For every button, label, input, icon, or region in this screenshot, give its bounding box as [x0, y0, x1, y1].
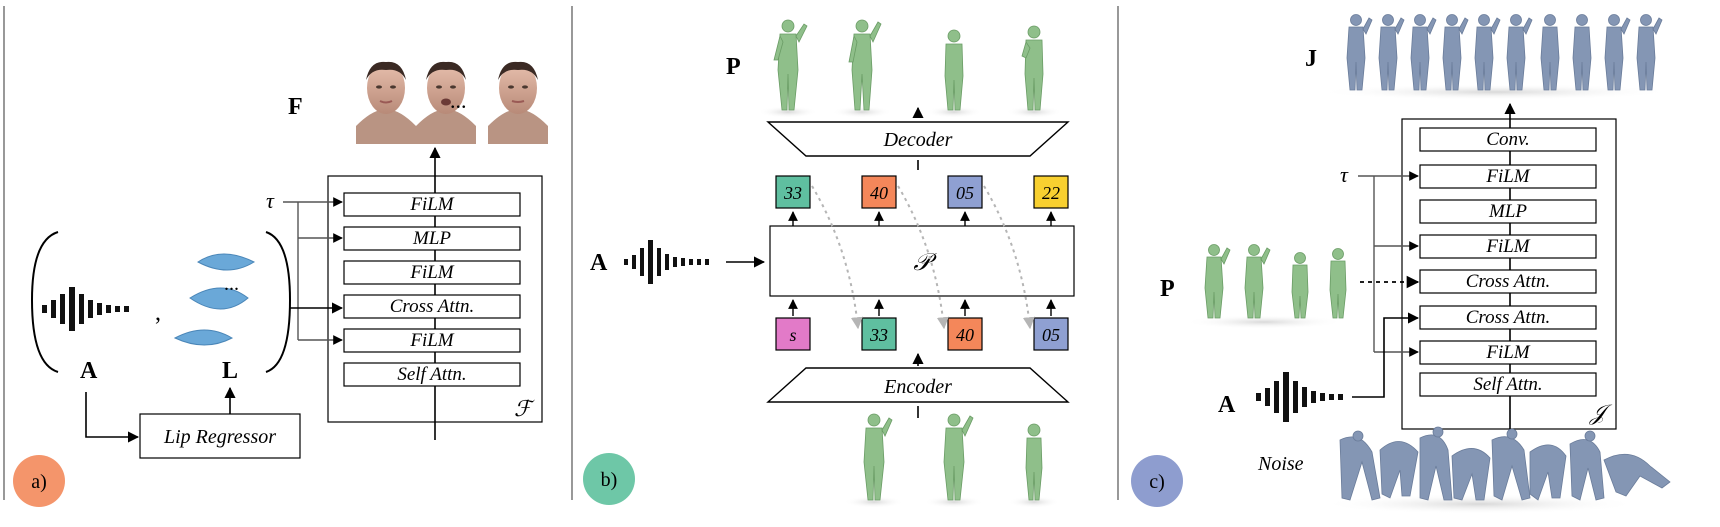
- pose-bodies-top: [758, 19, 1062, 118]
- panel-c: J 𝒥 Conv. FiLM: [1131, 14, 1675, 514]
- decoder-trapezoid: [766, 121, 1070, 157]
- noise-label: Noise: [1257, 453, 1304, 475]
- token-top-3: 22: [1033, 175, 1069, 209]
- body-figure: [758, 19, 818, 118]
- block-film-2: FiLM: [1419, 234, 1597, 259]
- svg-text:40: 40: [956, 325, 974, 345]
- noise-bodies: [1320, 426, 1671, 514]
- panel-b: P Decoder: [583, 19, 1075, 508]
- joint-bodies-top: [1315, 14, 1675, 100]
- token-top-2: 05: [947, 175, 983, 209]
- block-cross-attn-2: Cross Attn.: [1419, 305, 1597, 330]
- svg-text:Conv.: Conv.: [1486, 129, 1529, 150]
- svg-text:s: s: [789, 325, 796, 345]
- face-label: F: [288, 94, 303, 120]
- body-figure: [1006, 25, 1062, 118]
- face-ellipsis: ...: [450, 88, 467, 113]
- svg-text:MLP: MLP: [412, 228, 451, 249]
- svg-text:05: 05: [1042, 325, 1060, 345]
- badge-a-label: a): [31, 471, 47, 493]
- svg-text:Self Attn.: Self Attn.: [1473, 374, 1542, 395]
- svg-text:40: 40: [870, 183, 888, 203]
- block-film-3: FiLM: [1419, 340, 1597, 365]
- svg-text:FiLM: FiLM: [409, 194, 454, 215]
- body-figure: [832, 19, 892, 118]
- paren-left: [30, 231, 59, 373]
- pose-label-p-c: P: [1160, 276, 1175, 302]
- token-bottom-1: 33: [861, 317, 897, 351]
- body-figure: [924, 413, 984, 508]
- face-image: [488, 61, 548, 144]
- svg-text:33: 33: [869, 325, 888, 345]
- token-top-1: 40: [861, 175, 897, 209]
- body-figure: [844, 413, 904, 508]
- block-self-attn: Self Attn.: [1419, 372, 1597, 397]
- block-film-3: FiLM: [343, 328, 521, 353]
- lip-regressor-box: [139, 413, 301, 459]
- svg-text:Self Attn.: Self Attn.: [397, 364, 466, 385]
- audio-waveform: [624, 240, 709, 284]
- block-self-attn: Self Attn.: [343, 362, 521, 387]
- svg-text:Cross Attn.: Cross Attn.: [1466, 271, 1550, 292]
- svg-text:FiLM: FiLM: [409, 330, 454, 351]
- lip-regressor-label: Lip Regressor: [163, 426, 276, 448]
- token-bottom-0: s: [775, 317, 811, 351]
- decoder-label: Decoder: [883, 129, 953, 151]
- audio-label-b: A: [590, 250, 608, 276]
- face-image: [356, 61, 416, 144]
- lip-label-l: L: [222, 358, 238, 384]
- comma: ,: [155, 300, 161, 326]
- pose-bodies-input: [1184, 244, 1347, 329]
- svg-text:33: 33: [783, 183, 802, 203]
- tau-label: τ: [266, 188, 275, 213]
- joints-label-j: J: [1305, 46, 1317, 72]
- svg-text:Cross Attn.: Cross Attn.: [1466, 307, 1550, 328]
- audio-label-c: A: [1218, 392, 1236, 418]
- audio-waveform: [1256, 372, 1343, 422]
- face-images: [356, 61, 548, 144]
- encoder-label: Encoder: [883, 376, 952, 398]
- block-mlp: MLP: [1419, 199, 1597, 224]
- svg-text:FiLM: FiLM: [1485, 166, 1530, 187]
- svg-text:22: 22: [1042, 183, 1060, 203]
- tau-label-c: τ: [1340, 162, 1349, 187]
- lip-shapes: [173, 253, 256, 346]
- block-cross-attn-1: Cross Attn.: [1419, 269, 1597, 294]
- module-label-j: 𝒥: [1589, 400, 1613, 425]
- panel-a: F ... ℱ FiLM MLP FiLM Cross Attn. FiLM: [13, 61, 548, 507]
- pose-bodies-bottom: [844, 413, 1060, 508]
- badge-b: [583, 453, 635, 505]
- lip-ellipsis: ...: [224, 273, 239, 295]
- svg-text:MLP: MLP: [1488, 201, 1527, 222]
- block-mlp: MLP: [343, 226, 521, 251]
- block-film-1: FiLM: [343, 192, 521, 217]
- module-label-f: ℱ: [514, 396, 535, 421]
- pose-label-p: P: [726, 54, 741, 80]
- svg-text:Cross Attn.: Cross Attn.: [390, 296, 474, 317]
- badge-a: [13, 455, 65, 507]
- module-box-j: [1401, 118, 1617, 430]
- block-film-1: FiLM: [1419, 164, 1597, 189]
- audio-waveform: [42, 287, 129, 331]
- svg-text:FiLM: FiLM: [1485, 236, 1530, 257]
- svg-text:05: 05: [956, 183, 974, 203]
- svg-text:FiLM: FiLM: [1485, 342, 1530, 363]
- token-bottom-2: 40: [947, 317, 983, 351]
- face-image: [416, 61, 476, 144]
- body-figure: [1008, 423, 1060, 508]
- badge-c-label: c): [1149, 471, 1165, 493]
- svg-text:FiLM: FiLM: [409, 262, 454, 283]
- body-figure: [926, 29, 982, 118]
- paren-right: [265, 231, 292, 373]
- block-film-2: FiLM: [343, 260, 521, 285]
- block-conv: Conv.: [1419, 127, 1597, 152]
- token-top-0: 33: [775, 175, 811, 209]
- token-bottom-3: 05: [1033, 317, 1069, 351]
- badge-c: [1131, 455, 1183, 507]
- encoder-trapezoid: [766, 367, 1070, 403]
- badge-b-label: b): [601, 469, 618, 491]
- audio-label-a: A: [80, 358, 98, 384]
- block-cross-attn: Cross Attn.: [343, 294, 521, 319]
